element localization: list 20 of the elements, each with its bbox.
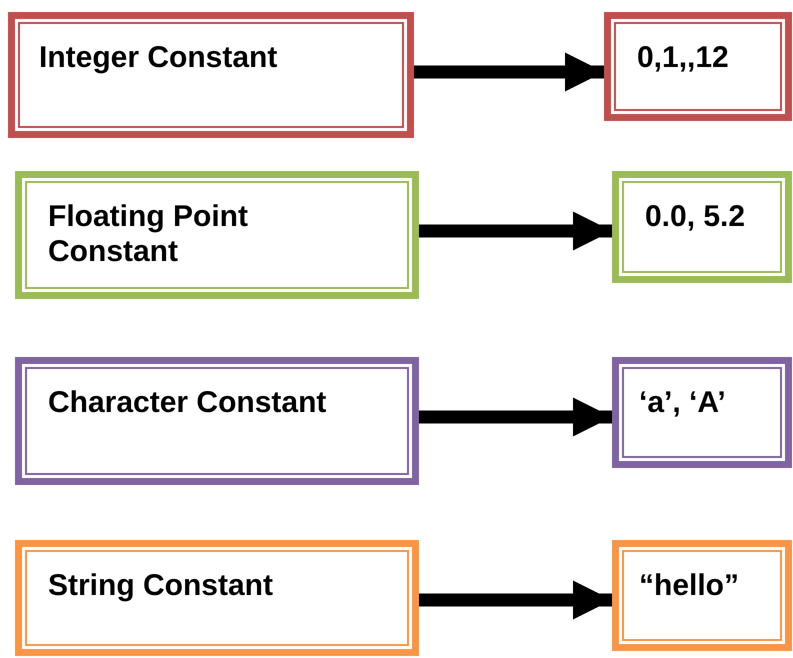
constant-type-box (15, 357, 419, 485)
value-box (612, 171, 792, 283)
example-values: 0.0, 5.2 (645, 200, 746, 234)
arrow (419, 212, 612, 250)
example-values: ‘a’, ‘A’ (639, 386, 726, 420)
constant-type-label: Integer Constant (39, 41, 278, 76)
value-box (612, 540, 792, 651)
constant-type-box (15, 171, 419, 299)
arrow (419, 398, 612, 436)
value-box (612, 357, 792, 468)
arrow (414, 52, 604, 92)
constant-type-label: Character Constant (48, 386, 326, 420)
constant-type-box (15, 540, 419, 656)
example-values: “hello” (639, 569, 740, 604)
arrow (419, 580, 612, 620)
value-box (604, 12, 792, 121)
constant-type-label: Floating Point Constant (48, 200, 249, 269)
constant-type-label: String Constant (48, 569, 273, 604)
constant-type-box (8, 12, 414, 138)
example-values: 0,1,,12 (637, 41, 729, 76)
